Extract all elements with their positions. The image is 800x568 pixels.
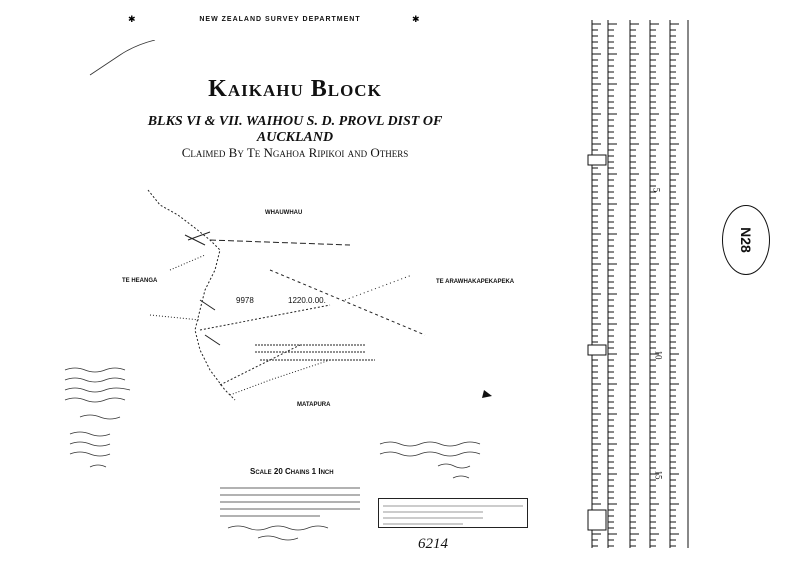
claimant-line: Claimed By Te Ngahoa Ripikoi and Others (181, 145, 409, 160)
department-header: NEW ZEALAND SURVEY DEPARTMENT (199, 16, 361, 23)
scale-label: Scale 20 Chains 1 Inch (250, 467, 334, 476)
ruler-label: 15 (653, 470, 664, 480)
ruler-block-3 (587, 509, 607, 531)
document-number: 6214 (418, 536, 448, 552)
signature-top-left (88, 39, 158, 80)
handwritten-notes-left (60, 362, 150, 482)
ruler-block-2 (587, 344, 607, 356)
certificate-text (218, 482, 368, 542)
map-title: Kaikahu Block (208, 76, 382, 102)
label-te-heanga: TE HEANGA (122, 278, 158, 284)
label-matapura: MATAPURA (297, 402, 331, 408)
stamp-text: N28 (738, 227, 754, 253)
scale-ruler (591, 20, 689, 548)
boundary-lines (147, 189, 426, 401)
label-whauwhau: WHAUWHAU (265, 210, 303, 216)
catalogue-stamp: N28 (722, 205, 770, 275)
right-tick-mark: ✱ (412, 14, 420, 24)
handwritten-notes-right (378, 436, 498, 486)
ruler-block-1 (587, 154, 607, 166)
label-te-arawhakapekapeka: TE ARAWHAKAPEKAPEKA (436, 279, 515, 285)
survey-hatching (184, 231, 375, 361)
area-number: 9978 (236, 296, 254, 305)
mark-triangle (482, 390, 492, 398)
left-tick-mark: ✱ (128, 14, 136, 24)
ruler-label: 5 (651, 187, 662, 193)
record-box (378, 498, 528, 528)
ruler-label: 10 (653, 350, 664, 360)
area-value: 1220.0.00. (288, 296, 326, 305)
map-subtitle: BLKS VI & VII. WAIHOU S. D. PROVL DIST O… (147, 114, 443, 145)
